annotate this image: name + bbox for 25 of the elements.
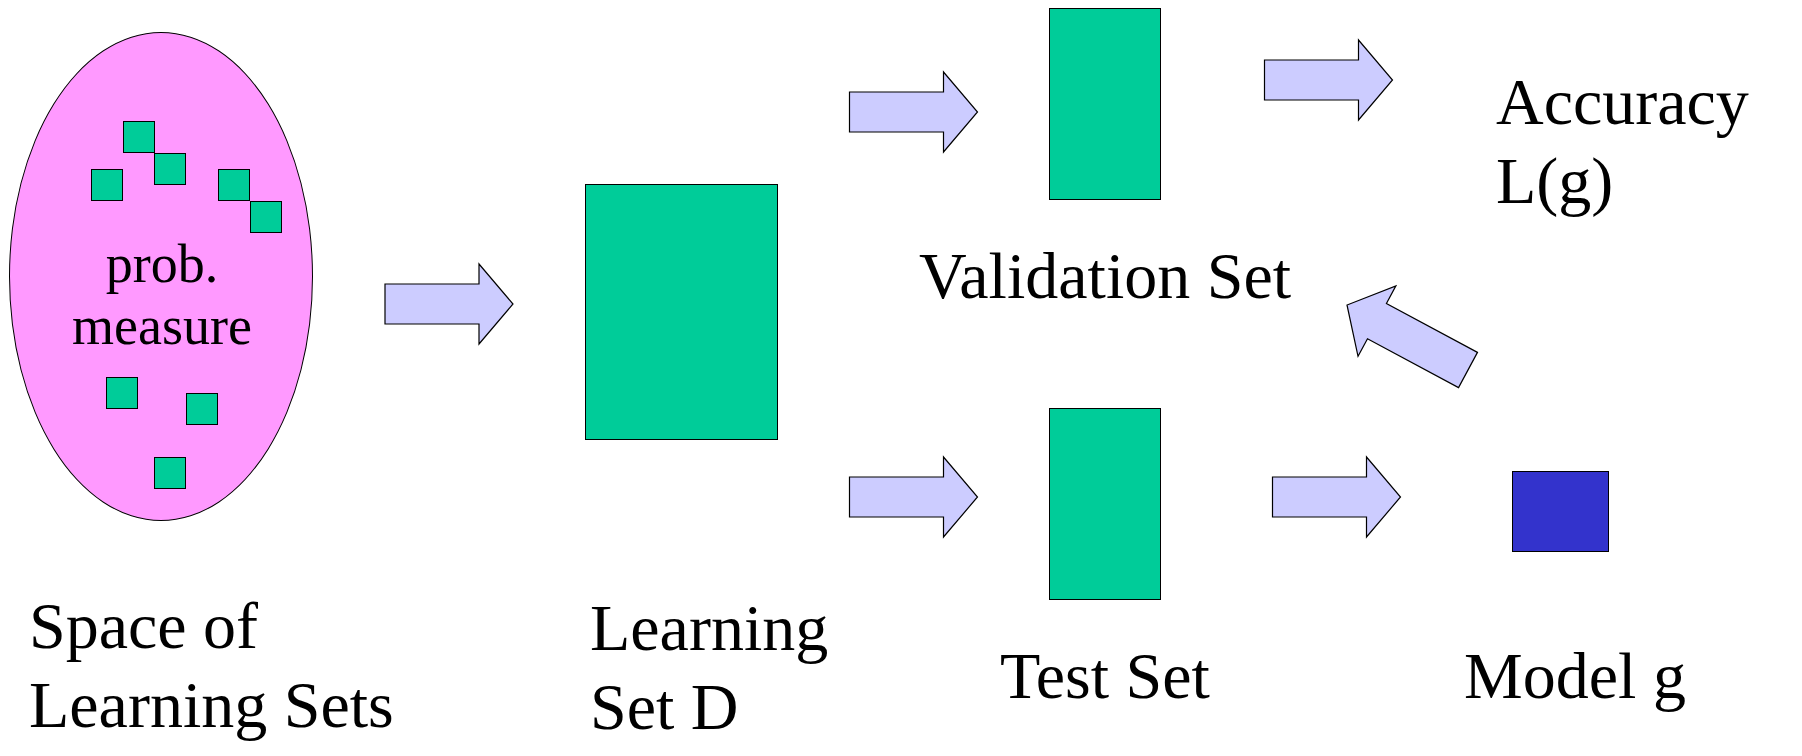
result-label: Accuracy L(g) [1496,62,1796,232]
block-arrow [1271,455,1402,539]
node-label: Test Set [999,638,1211,714]
node-label: Space of Learning Sets [29,588,395,744]
sample-square [154,457,186,489]
block-arrow [848,70,979,154]
node-label: prob. measure [71,233,253,358]
data-set-rectangle [1049,408,1161,600]
node-label: Model g [1463,638,1687,714]
sample-square [218,169,250,201]
block-arrow [1346,284,1479,389]
node-label: Validation Set [917,238,1293,314]
sample-square [186,393,218,425]
sample-square [250,201,282,233]
block-arrow [848,455,979,539]
model-square [1512,471,1609,552]
block-arrow [384,262,514,346]
data-set-rectangle [585,184,778,440]
sample-square [106,377,138,409]
sample-square [123,121,155,153]
sample-square [154,153,186,185]
sample-square [91,169,123,201]
data-set-rectangle [1049,8,1161,200]
node-label: Learning Set D [590,590,830,746]
block-arrow [1263,38,1394,122]
